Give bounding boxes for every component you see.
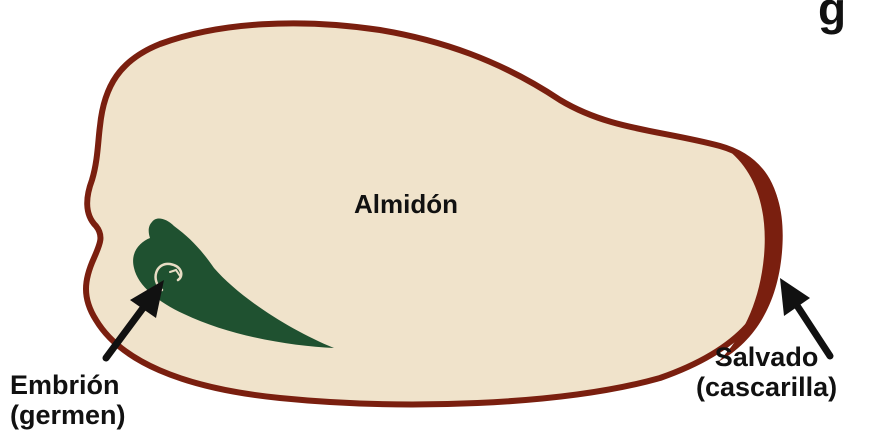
embryo-label-line1: Embrión [10, 370, 126, 400]
embryo-label: Embrión (germen) [10, 370, 126, 430]
embryo-label-line2: (germen) [10, 400, 126, 430]
clipped-title-letter: g [818, 0, 846, 32]
bran-label-line1: Salvado [696, 342, 837, 372]
starch-label: Almidón [354, 190, 458, 219]
bran-arrow-head [780, 278, 810, 316]
bran-label: Salvado (cascarilla) [696, 342, 837, 402]
bran-label-line2: (cascarilla) [696, 372, 837, 402]
